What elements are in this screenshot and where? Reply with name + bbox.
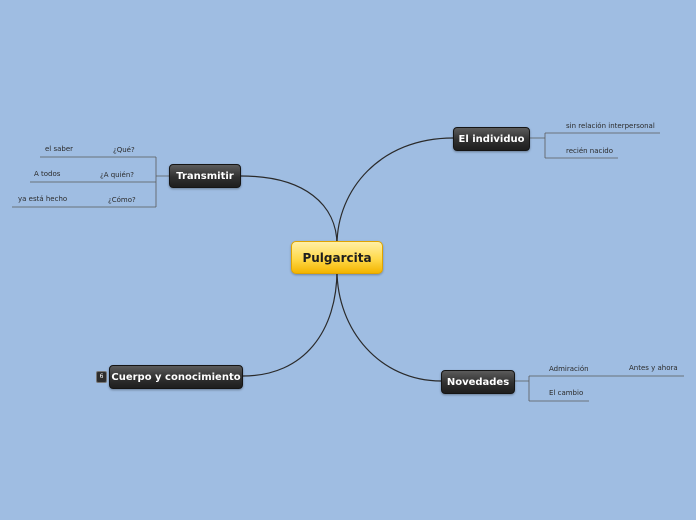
subtopic-a-quien[interactable]: ¿A quién? [100,171,135,179]
subtopic-que[interactable]: ¿Qué? [113,146,135,154]
topic-transmitir[interactable]: Transmitir [169,164,241,188]
connector-individuo-bracket [530,133,546,158]
subtopic-admiracion[interactable]: Admiración [549,365,589,373]
collapsed-count-badge[interactable]: 6 [96,371,107,383]
subtopic-como[interactable]: ¿Cómo? [108,196,136,204]
subtopic-ya-esta-hecho[interactable]: ya está hecho [18,195,68,203]
topic-el-individuo[interactable]: El individuo [453,127,530,151]
subtopic-sin-relacion[interactable]: sin relación interpersonal [566,122,655,130]
connector-novedades-bracket [515,376,530,401]
topic-cuerpo-y-conocimiento[interactable]: Cuerpo y conocimiento [109,365,243,389]
connector-transmitir-bracket [155,157,169,207]
connector-novedades [336,269,442,382]
connector-individuo [336,137,454,246]
subtopic-recien-nacido[interactable]: recién nacido [566,147,614,155]
topic-novedades[interactable]: Novedades [441,370,515,394]
subtopic-el-saber[interactable]: el saber [45,145,74,153]
subtopic-el-cambio[interactable]: El cambio [549,389,584,397]
connector-cuerpo [242,269,338,377]
subtopic-antes-y-ahora[interactable]: Antes y ahora [629,364,678,372]
connector-transmitir [240,175,338,246]
subtopic-a-todos[interactable]: A todos [34,170,61,178]
central-topic[interactable]: Pulgarcita [291,241,383,274]
